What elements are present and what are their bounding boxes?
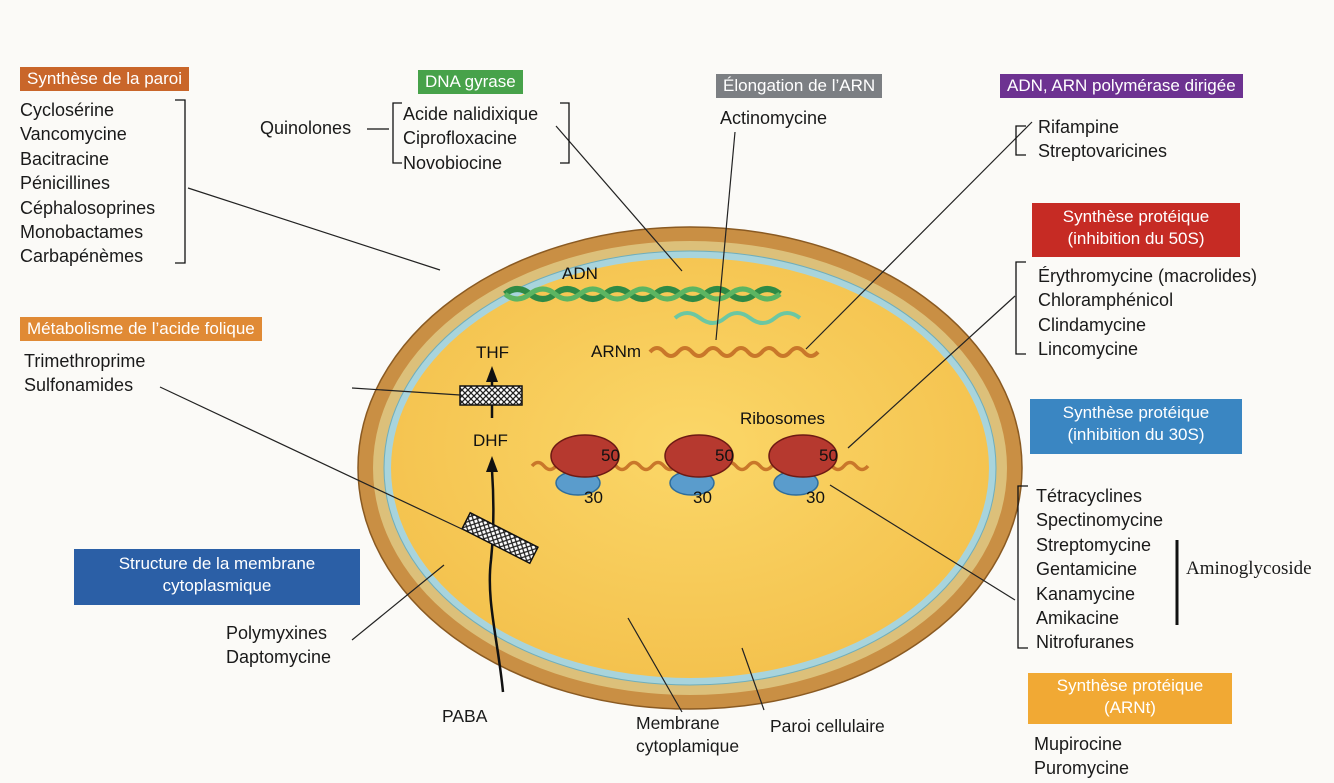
drug-name: Pénicillines bbox=[20, 173, 111, 194]
drug-name: Acide nalidixique bbox=[403, 104, 539, 124]
subunit-30-label: 30 bbox=[693, 488, 712, 507]
drug-name: Kanamycine bbox=[1036, 583, 1136, 604]
drug-name: Streptovaricines bbox=[1038, 141, 1168, 162]
drug-name: Streptomycine bbox=[1036, 534, 1152, 555]
mrna-strand bbox=[648, 346, 820, 358]
drug-name: Chloramphénicol bbox=[1038, 290, 1174, 311]
dhps-block bbox=[461, 511, 539, 565]
tag-cell-wall-synthesis: Synthèse de la paroi bbox=[20, 67, 189, 91]
rna-polymerase-drug-list: Rifampine Streptovaricines bbox=[1038, 115, 1167, 164]
folate-pathway-line bbox=[488, 469, 505, 693]
drug-name: Tétracyclines bbox=[1036, 486, 1143, 506]
dna-strand bbox=[503, 286, 782, 302]
ribosome bbox=[664, 434, 734, 496]
tag-protein-synthesis-trna: Synthèse protéique (ARNt) bbox=[1028, 673, 1232, 724]
thf-label: THF bbox=[476, 343, 509, 362]
ribosome bbox=[550, 434, 620, 496]
drug-name: Lincomycine bbox=[1038, 339, 1139, 360]
membrane-drug-list: Polymyxines Daptomycine bbox=[226, 621, 331, 670]
drug-name: Daptomycine bbox=[226, 647, 332, 668]
subunit-50-label: 50 bbox=[819, 446, 838, 465]
quinolone-drug-list: Acide nalidixique Ciprofloxacine Novobio… bbox=[403, 102, 538, 175]
protein-50s-drug-list: Érythromycine (macrolides) Chloramphénic… bbox=[1038, 264, 1257, 362]
drug-name: Monobactames bbox=[20, 222, 144, 243]
mrna-label: ARNm bbox=[591, 342, 641, 361]
tag-protein-synthesis-30s: Synthèse protéique (inhibition du 30S) bbox=[1030, 399, 1242, 454]
ribosomes-label: Ribosomes bbox=[740, 409, 825, 428]
tag-dna-gyrase: DNA gyrase bbox=[418, 70, 523, 94]
rna-elongation-drug-list: Actinomycine bbox=[720, 106, 827, 130]
dna-label: ADN bbox=[562, 264, 598, 283]
cell-wall-label: Paroi cellulaire bbox=[770, 716, 885, 736]
quinolones-label: Quinolones bbox=[260, 118, 352, 138]
brackets bbox=[175, 99, 1028, 649]
drug-name: Nitrofuranes bbox=[1036, 632, 1135, 653]
drug-name: Gentamicine bbox=[1036, 559, 1138, 580]
folate-pathway-arrowhead bbox=[486, 366, 498, 382]
drug-name: Actinomycine bbox=[720, 108, 828, 128]
drug-name: Mupirocine bbox=[1034, 734, 1123, 754]
drug-name: Bacitracine bbox=[20, 148, 110, 169]
drug-name: Érythromycine (macrolides) bbox=[1038, 266, 1258, 286]
drug-name: Puromycine bbox=[1034, 758, 1130, 779]
drug-name: Polymyxines bbox=[226, 623, 328, 643]
dhfr-block bbox=[459, 385, 523, 406]
drug-name: Ciprofloxacine bbox=[403, 128, 518, 149]
ribosome bbox=[768, 434, 838, 496]
folate-pathway-arrowhead bbox=[486, 456, 498, 472]
drug-name: Spectinomycine bbox=[1036, 510, 1164, 531]
subunit-30-label: 30 bbox=[806, 488, 825, 507]
drug-name: Novobiocine bbox=[403, 152, 503, 173]
membrane-label: Membrane cytoplamique bbox=[636, 712, 739, 758]
subunit-50-label: 50 bbox=[715, 446, 734, 465]
drug-name: Rifampine bbox=[1038, 117, 1120, 137]
tag-rna-elongation: Élongation de l’ARN bbox=[716, 74, 883, 98]
membrane-label-line: cytoplamique bbox=[636, 736, 740, 756]
tag-protein-synthesis-50s: Synthèse protéique (inhibition du 50S) bbox=[1032, 203, 1240, 257]
aminoglycoside-label: Aminoglycoside bbox=[1186, 558, 1312, 579]
dhf-label: DHF bbox=[473, 431, 508, 450]
drug-name: Trimethroprime bbox=[24, 351, 146, 371]
drug-name: Clindamycine bbox=[1038, 314, 1147, 335]
subunit-30-label: 30 bbox=[584, 488, 603, 507]
tag-rna-polymerase: ADN, ARN polymérase dirigée bbox=[1000, 74, 1243, 98]
drug-name: Amikacine bbox=[1036, 608, 1120, 629]
dna-strand bbox=[673, 311, 802, 325]
drug-name: Vancomycine bbox=[20, 124, 127, 145]
drug-name: Carbapénèmes bbox=[20, 246, 144, 267]
drug-name: Céphalosoprines bbox=[20, 197, 156, 218]
membrane-label-line: Membrane bbox=[636, 713, 720, 733]
trna-drug-list: Mupirocine Puromycine bbox=[1034, 732, 1129, 781]
folic-acid-drug-list: Trimethroprime Sulfonamides bbox=[24, 349, 145, 398]
drug-name: Cyclosérine bbox=[20, 100, 115, 120]
protein-30s-drug-list: Tétracyclines Spectinomycine Streptomyci… bbox=[1036, 484, 1163, 655]
leader-lines bbox=[159, 121, 1033, 713]
drug-name: Sulfonamides bbox=[24, 375, 134, 396]
tag-membrane-structure: Structure de la membrane cytoplasmique bbox=[74, 549, 360, 605]
subunit-50-label: 50 bbox=[601, 446, 620, 465]
tag-folic-acid-metabolism: Métabolisme de l’acide folique bbox=[20, 317, 262, 341]
paba-label: PABA bbox=[442, 706, 488, 726]
cell-wall-drug-list: Cyclosérine Vancomycine Bacitracine Péni… bbox=[20, 98, 155, 269]
